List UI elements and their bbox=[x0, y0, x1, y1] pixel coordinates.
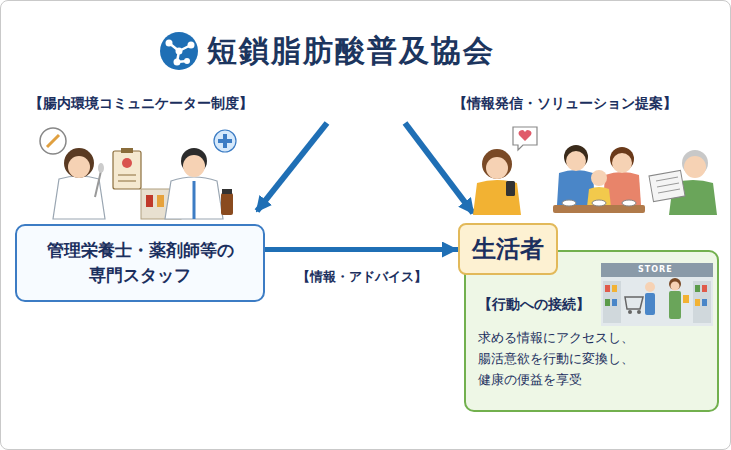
staff-illustration bbox=[118, 181, 136, 182]
people-illustration bbox=[612, 153, 632, 173]
staff-illustration bbox=[218, 139, 232, 143]
people-illustration bbox=[473, 180, 521, 215]
people-illustration bbox=[587, 187, 611, 207]
logo-mark bbox=[177, 51, 179, 62]
flow-arrow bbox=[257, 123, 327, 211]
people-illustration bbox=[657, 183, 679, 187]
people-illustration bbox=[506, 181, 515, 196]
staff-illustration bbox=[40, 128, 236, 219]
people-illustration bbox=[519, 130, 532, 141]
staff-illustration bbox=[221, 193, 233, 215]
diagram-title: 短鎖脂肪酸普及協会 bbox=[207, 31, 495, 72]
people-illustration bbox=[684, 156, 706, 178]
people-illustration bbox=[562, 200, 576, 206]
staff-illustration bbox=[183, 155, 205, 177]
people-illustration bbox=[553, 205, 645, 213]
consumer-box: 生活者 bbox=[458, 223, 558, 275]
people-illustration bbox=[482, 149, 512, 179]
staff-illustration bbox=[122, 158, 132, 168]
people-illustration bbox=[473, 127, 717, 215]
people-illustration bbox=[603, 172, 641, 205]
logo-mark bbox=[188, 42, 195, 49]
logo-mark bbox=[176, 48, 183, 55]
people-illustration bbox=[622, 200, 636, 206]
people-illustration bbox=[610, 147, 634, 171]
staff-illustration bbox=[146, 195, 153, 207]
staff-illustration bbox=[40, 128, 66, 154]
staff-illustration bbox=[165, 177, 223, 219]
logo-mark bbox=[160, 32, 198, 70]
staff-box: 管理栄養士・薬剤師等の 専門スタッフ bbox=[15, 224, 265, 302]
logo-mark bbox=[166, 40, 173, 47]
logo-mark bbox=[179, 45, 191, 51]
staff-illustration bbox=[181, 148, 207, 174]
people-illustration bbox=[591, 170, 607, 186]
staff-illustration bbox=[214, 130, 236, 152]
staff-illustration bbox=[98, 163, 104, 173]
people-illustration bbox=[557, 170, 595, 205]
edge-label: 【情報・アドバイス】 bbox=[297, 268, 427, 286]
staff-illustration bbox=[113, 151, 141, 189]
people-illustration bbox=[513, 127, 537, 150]
box-heading: 管理栄養士・薬剤師等の 専門スタッフ bbox=[30, 238, 250, 287]
people-illustration bbox=[656, 177, 678, 181]
store-sign: STORE bbox=[638, 265, 673, 274]
logo-mark bbox=[184, 58, 190, 64]
staff-illustration bbox=[118, 175, 136, 176]
box-heading: 生活者 bbox=[472, 233, 544, 265]
box-body: 求める情報にアクセスし、 腸活意欲を行動に変換し、 健康の便益を享受 bbox=[478, 328, 650, 390]
staff-illustration bbox=[95, 171, 101, 197]
logo-mark bbox=[177, 61, 187, 62]
staff-illustration bbox=[168, 195, 175, 207]
staff-illustration bbox=[64, 148, 94, 178]
people-illustration bbox=[649, 170, 685, 201]
people-illustration bbox=[658, 189, 680, 193]
staff-illustration bbox=[223, 134, 227, 148]
people-illustration bbox=[592, 200, 606, 206]
staff-illustration bbox=[47, 135, 59, 147]
staff-illustration bbox=[222, 189, 232, 194]
section-label: 【情報発信・ソリューション提案】 bbox=[453, 95, 677, 113]
section-label: 【腸内環境コミュニケーター制度】 bbox=[29, 95, 253, 113]
logo-mark bbox=[174, 59, 181, 66]
staff-illustration bbox=[193, 181, 196, 219]
staff-illustration bbox=[157, 195, 164, 207]
staff-illustration bbox=[68, 156, 90, 178]
flow-arrow bbox=[257, 123, 473, 213]
people-illustration bbox=[566, 151, 586, 171]
logo-mark bbox=[169, 43, 179, 51]
flow-arrow bbox=[405, 123, 473, 213]
flow-arrow bbox=[265, 247, 458, 252]
people-illustration bbox=[564, 145, 588, 169]
people-illustration bbox=[486, 157, 508, 179]
logo-mark bbox=[160, 32, 198, 70]
people-illustration bbox=[669, 180, 717, 215]
people-illustration bbox=[682, 150, 708, 176]
staff-illustration bbox=[141, 189, 181, 219]
staff-illustration bbox=[121, 148, 133, 153]
staff-illustration bbox=[53, 176, 105, 219]
box-heading: 【行動への接続】 bbox=[478, 296, 590, 314]
